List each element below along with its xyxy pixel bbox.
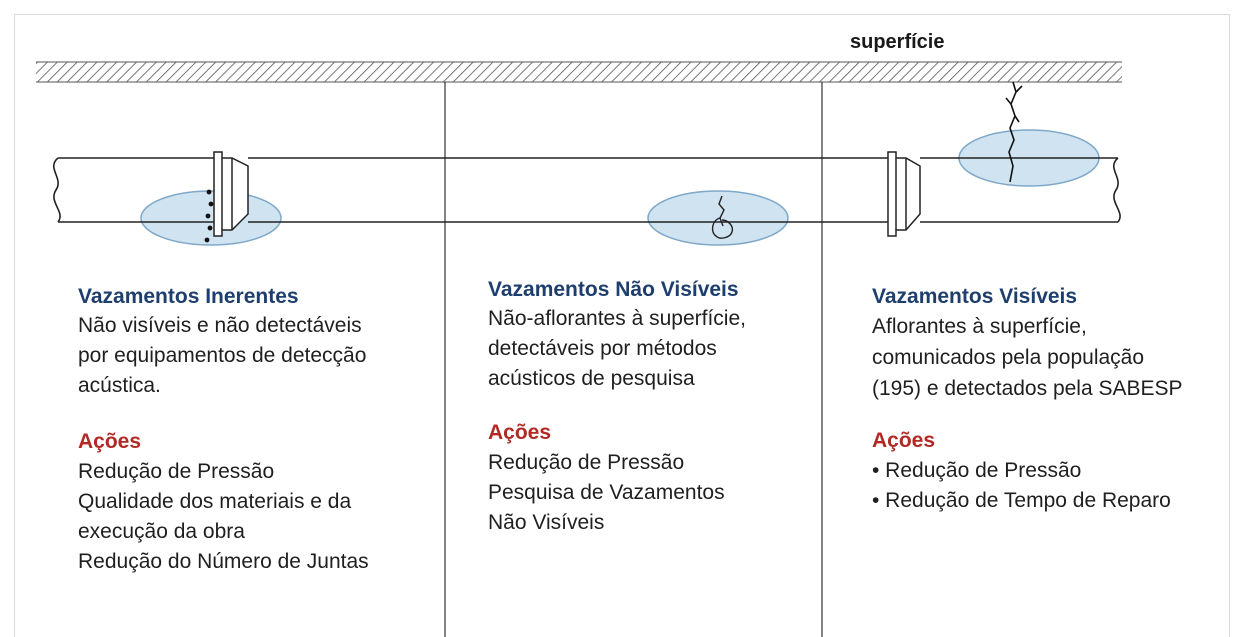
actions-list: Redução de Pressão Qualidade dos materia… bbox=[78, 457, 438, 577]
actions-list: Redução de Pressão Pesquisa de Vazamento… bbox=[488, 448, 808, 538]
action-item: • Redução de Tempo de Reparo bbox=[872, 489, 1171, 512]
action-item: Qualidade dos materiais e da bbox=[78, 490, 352, 513]
actions-heading: Ações bbox=[78, 430, 142, 453]
ground-surface bbox=[36, 61, 1122, 83]
pipe-joint-left bbox=[213, 151, 249, 237]
column-description: Aflorantes à superfície, comunicados pel… bbox=[872, 315, 1183, 400]
column-description: Não-aflorantes à superfície, detectáveis… bbox=[488, 307, 746, 390]
leak-zone-inherent bbox=[140, 190, 282, 246]
action-item: Redução de Pressão bbox=[78, 460, 275, 483]
action-item: • Redução de Pressão bbox=[872, 459, 1082, 482]
column-not-visible-leaks: Vazamentos Não Visíveis Não-aflorantes à… bbox=[488, 276, 808, 538]
pipe-crack bbox=[711, 195, 734, 239]
actions-list: • Redução de Pressão • Redução de Tempo … bbox=[872, 456, 1227, 516]
actions-heading: Ações bbox=[488, 421, 552, 444]
action-item: execução da obra bbox=[78, 520, 245, 543]
pipe bbox=[52, 157, 1121, 223]
column-inherent-leaks: Vazamentos Inerentes Não visíveis e não … bbox=[78, 283, 438, 577]
column-title: Vazamentos Inerentes bbox=[78, 285, 299, 308]
water-drops bbox=[204, 189, 214, 243]
column-visible-leaks: Vazamentos Visíveis Aflorantes à superfí… bbox=[872, 283, 1227, 516]
surface-label: superfície bbox=[850, 31, 945, 53]
action-item: Não Visíveis bbox=[488, 511, 605, 534]
column-title: Vazamentos Visíveis bbox=[872, 285, 1078, 308]
action-item: Redução de Pressão bbox=[488, 451, 685, 474]
actions-heading: Ações bbox=[872, 429, 936, 452]
column-title: Vazamentos Não Visíveis bbox=[488, 278, 739, 301]
frame-border bbox=[14, 14, 1230, 637]
action-item: Pesquisa de Vazamentos bbox=[488, 481, 725, 504]
pipe-joint-right bbox=[887, 151, 921, 237]
action-item: Redução do Número de Juntas bbox=[78, 550, 369, 573]
surface-crack bbox=[1005, 81, 1023, 183]
column-description: Não visíveis e não detectáveis por equip… bbox=[78, 314, 367, 397]
